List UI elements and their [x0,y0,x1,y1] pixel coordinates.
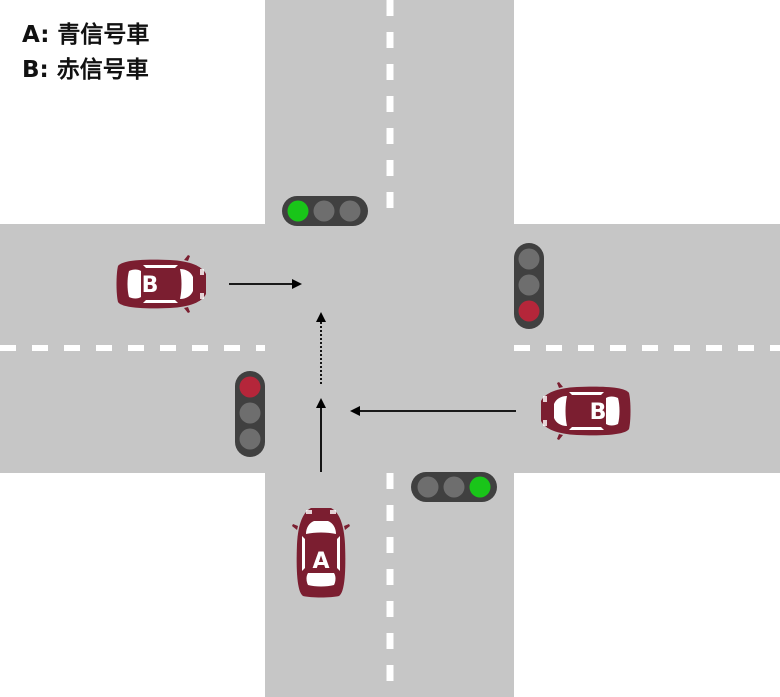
signal-right-red [514,243,544,329]
legend-item-a: A: 青信号車 [22,22,150,48]
signal-bottom-green [411,472,497,502]
signal-light-red [239,376,261,398]
car-b-left: B [116,255,206,313]
signal-top-green [282,196,368,226]
road-horizontal [0,224,780,473]
car-b-right-label: B [590,400,607,425]
legend-item-b: B: 赤信号車 [22,57,149,83]
car-b-left-label: B [142,273,159,298]
car-a-label: A [312,549,329,574]
signal-light-red [518,300,540,322]
signal-light-green [469,476,491,498]
signal-light-green [287,200,309,222]
legend: A: 青信号車 B: 赤信号車 [22,18,149,88]
signal-left-red [235,371,265,457]
